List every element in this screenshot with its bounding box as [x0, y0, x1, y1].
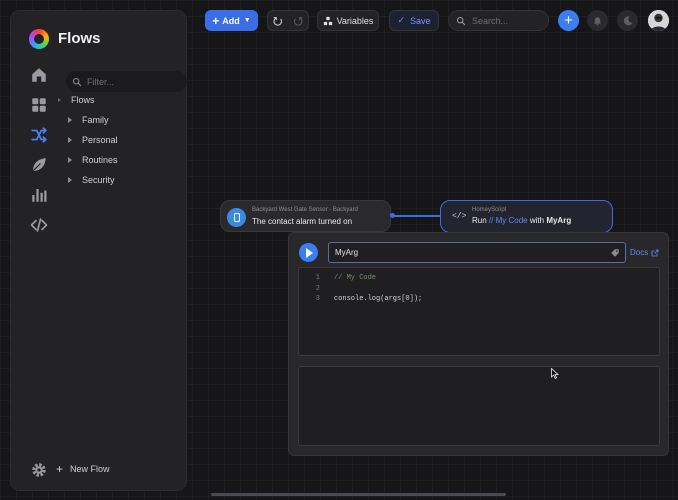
- action-arg: MyArg: [546, 216, 572, 225]
- moon-icon: [623, 15, 632, 25]
- mouse-pointer-icon: [551, 368, 559, 379]
- tree-folder-personal[interactable]: Personal: [68, 135, 118, 145]
- code-icon: </>: [452, 212, 467, 221]
- user-avatar[interactable]: [648, 10, 669, 31]
- user-photo-icon: [648, 10, 669, 31]
- variables-button[interactable]: Variables: [317, 10, 379, 31]
- sidebar-panel: Flows Flows Family Personal Routines: [10, 10, 187, 491]
- line-number: 1: [315, 274, 320, 282]
- app-logo-icon: [29, 29, 49, 49]
- filter-input[interactable]: [87, 76, 177, 87]
- variables-icon: [323, 16, 332, 25]
- redo-icon[interactable]: [293, 16, 303, 26]
- tree-folder-family[interactable]: Family: [68, 115, 109, 125]
- app-title: Flows: [58, 30, 101, 47]
- contact-sensor-icon: [227, 208, 246, 227]
- docs-link[interactable]: Docs: [630, 248, 659, 257]
- search-icon: [456, 16, 466, 25]
- chevron-right-icon: [68, 177, 72, 183]
- undo-redo-group: [267, 10, 309, 31]
- save-label: Save: [410, 15, 431, 26]
- tree-root-flows[interactable]: Flows: [58, 95, 95, 105]
- action-source: HomeyScript: [472, 207, 507, 213]
- tree-folder-label: Routines: [82, 155, 118, 165]
- settings-gear-icon[interactable]: [30, 461, 48, 479]
- energy-leaf-icon[interactable]: [30, 156, 48, 174]
- tree-folder-label: Personal: [82, 135, 118, 145]
- argument-input[interactable]: [335, 248, 595, 257]
- plus-icon: +: [212, 13, 220, 28]
- chevron-right-icon: [58, 98, 61, 102]
- code-text: console.log(args[0]);: [334, 295, 423, 303]
- action-run-prefix: Run: [472, 216, 487, 225]
- script-output-area: [298, 366, 660, 446]
- argument-field[interactable]: [328, 242, 626, 263]
- tree-folder-routines[interactable]: Routines: [68, 155, 118, 165]
- flow-connector-line: [392, 215, 440, 217]
- search-field[interactable]: [448, 10, 549, 31]
- filter-field[interactable]: [66, 71, 187, 92]
- action-text: Run // My Code with MyArg: [472, 216, 571, 225]
- line-number: 3: [315, 295, 320, 303]
- flows-icon[interactable]: [30, 126, 48, 144]
- chevron-right-icon: [68, 137, 72, 143]
- trigger-text: The contact alarm turned on: [252, 217, 353, 226]
- code-text: // My Code: [334, 274, 377, 282]
- search-icon: [72, 77, 82, 86]
- code-editor[interactable]: 1 // My Code 2 3 console.log(args[0]);: [298, 267, 660, 356]
- code-line: 1 // My Code: [299, 274, 659, 282]
- new-flow-label: New Flow: [70, 464, 110, 474]
- tree-folder-label: Family: [82, 115, 109, 125]
- play-icon: [306, 247, 313, 258]
- add-label: Add: [222, 15, 240, 26]
- plus-icon: +: [564, 12, 573, 29]
- notifications-button[interactable]: [587, 10, 608, 31]
- save-button[interactable]: ✓ Save: [389, 10, 439, 31]
- horizontal-scrollbar[interactable]: [211, 493, 506, 496]
- home-icon[interactable]: [30, 66, 48, 84]
- action-with-label: with: [529, 216, 545, 225]
- chevron-down-icon: ▼: [243, 17, 251, 24]
- plus-icon: +: [56, 462, 64, 476]
- code-line: 2: [299, 285, 659, 293]
- insights-chart-icon[interactable]: [30, 186, 48, 204]
- trigger-source: Backyard West Gate Sensor - Backyard: [252, 207, 358, 213]
- trigger-card[interactable]: Backyard West Gate Sensor - Backyard The…: [220, 200, 391, 232]
- line-number: 2: [315, 285, 320, 293]
- bell-icon: [593, 17, 602, 26]
- action-card[interactable]: </> HomeyScript Run // My Code with MyAr…: [440, 200, 613, 233]
- action-script-name: // My Code: [488, 216, 528, 225]
- connector-dot-out[interactable]: [390, 213, 395, 218]
- checkmark-icon: ✓: [397, 15, 406, 25]
- undo-icon[interactable]: [273, 16, 283, 26]
- run-script-button[interactable]: [299, 243, 318, 262]
- chevron-right-icon: [68, 117, 72, 123]
- create-plus-button[interactable]: +: [558, 10, 579, 31]
- chevron-right-icon: [68, 157, 72, 163]
- tag-icon[interactable]: [610, 248, 620, 258]
- new-flow-button[interactable]: + New Flow: [56, 462, 110, 476]
- variables-label: Variables: [336, 15, 374, 26]
- code-line: 3 console.log(args[0]);: [299, 295, 659, 303]
- external-link-icon: [651, 249, 659, 256]
- script-editor-panel: Docs 1 // My Code 2 3 console.log(args[0…: [288, 232, 669, 456]
- add-button[interactable]: + Add ▼: [205, 10, 258, 31]
- search-input[interactable]: [472, 15, 544, 26]
- dark-mode-toggle[interactable]: [617, 10, 638, 31]
- tree-folder-label: Security: [82, 175, 115, 185]
- docs-label: Docs: [630, 248, 649, 257]
- tree-folder-security[interactable]: Security: [68, 175, 115, 185]
- tree-root-label: Flows: [71, 95, 95, 105]
- code-icon[interactable]: [30, 216, 48, 234]
- dashboard-icon[interactable]: [30, 96, 48, 114]
